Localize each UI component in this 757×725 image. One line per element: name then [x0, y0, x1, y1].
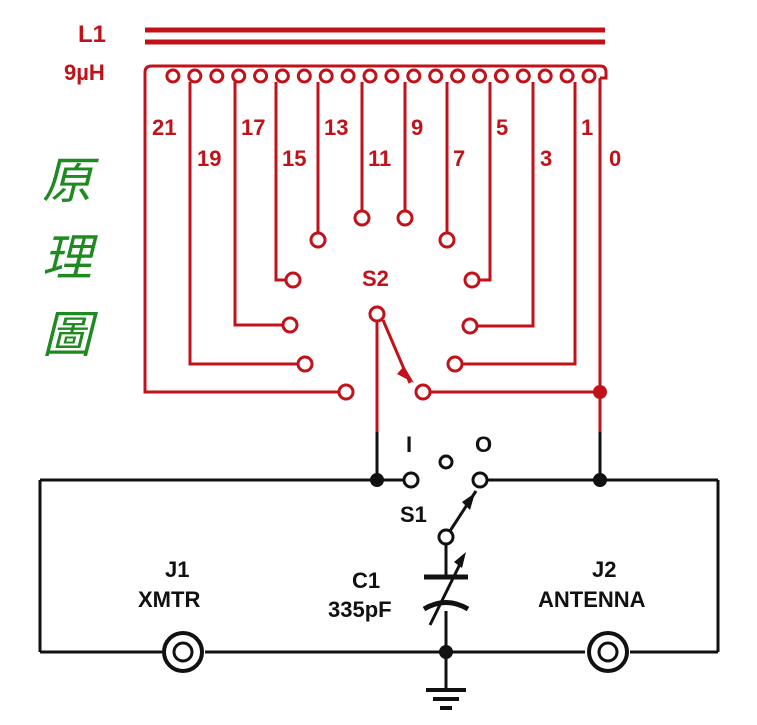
junction-dot: [370, 473, 384, 487]
s2-contact-7: [438, 231, 456, 249]
s1-contact-mid: [438, 454, 454, 470]
s2-contacts: [281, 209, 481, 401]
caption-char-3: 圖: [42, 306, 98, 364]
coil-turn: [581, 68, 597, 84]
tap-label: 1: [581, 115, 593, 140]
inductor-ref: L1: [78, 21, 106, 48]
tap-lead-5: [472, 82, 492, 282]
junction-dot: [593, 473, 607, 487]
tap-lead-1: [455, 82, 577, 366]
tap-label: 17: [241, 115, 265, 140]
tap-lead-21: [143, 82, 346, 394]
s2-wiper: [368, 305, 414, 432]
tap-label: 3: [540, 146, 552, 171]
tap-label: 0: [609, 146, 621, 171]
s2-contact-17: [281, 316, 299, 334]
inductor-core: [145, 27, 605, 45]
tap-lead-19: [188, 82, 305, 366]
tap-label: 7: [453, 146, 465, 171]
s1-contact-in: [402, 471, 420, 489]
coil-turn: [231, 68, 247, 84]
tap-label: 21: [152, 115, 176, 140]
s2-contact-13: [309, 231, 327, 249]
coil-turn: [384, 68, 400, 84]
s2-contact-11: [353, 209, 371, 227]
inductor-value: 9µH: [64, 60, 105, 85]
j1-ref: J1: [165, 557, 189, 582]
tap-label: 9: [411, 115, 423, 140]
coil-turn: [559, 68, 575, 84]
s2-contact-21: [337, 383, 355, 401]
tap-leads: [143, 78, 602, 394]
s2-contact-1: [446, 355, 464, 373]
s1-switch: [402, 454, 489, 546]
tap-label: 5: [496, 115, 508, 140]
coil-turn: [209, 68, 225, 84]
tap-lead-17: [233, 82, 290, 327]
coil-turn: [406, 68, 422, 84]
junction-dot: [439, 645, 453, 659]
tap-label: 19: [197, 146, 221, 171]
s1-pos-out: O: [475, 432, 492, 457]
coil-turn: [340, 68, 356, 84]
s2-contact-0: [414, 383, 432, 401]
j2-ref: J2: [592, 557, 616, 582]
coil-turn: [428, 68, 444, 84]
variable-capacitor: [422, 552, 470, 626]
s1-pivot: [437, 528, 455, 546]
ground-symbol: [426, 688, 466, 710]
c1-ref: C1: [352, 568, 380, 593]
coil-turn: [537, 68, 553, 84]
coil-turn: [296, 68, 312, 84]
coil-turn: [362, 68, 378, 84]
coil-frame: [143, 64, 608, 82]
tap-label: 11: [368, 146, 391, 171]
coil-turn: [450, 68, 466, 84]
s2-contact-15: [284, 271, 302, 289]
j2-name: ANTENNA: [538, 587, 646, 612]
caption-char-2: 理: [42, 229, 98, 287]
s2-contact-3: [461, 317, 479, 335]
coil-turn: [318, 68, 334, 84]
j2-connector: [587, 631, 629, 673]
j1-name: XMTR: [138, 587, 200, 612]
tap-labels: 21 19 17 15 13 11 9 7 5 3 1 0: [152, 115, 621, 171]
coil-turn: [274, 68, 290, 84]
caption-char-1: 原: [42, 152, 99, 210]
tap-lead-3: [470, 82, 535, 328]
coil-turn: [493, 68, 509, 84]
s2-label: S2: [362, 266, 389, 291]
coil-turn: [515, 68, 531, 84]
tap-label: 15: [282, 146, 306, 171]
coil-turn: [253, 68, 269, 84]
c1-value: 335pF: [328, 597, 392, 622]
s2-contact-5: [463, 271, 481, 289]
coil-turn: [165, 68, 181, 84]
tap-label: 13: [324, 115, 348, 140]
coil-turn: [472, 68, 487, 84]
tap-lead-15: [274, 82, 293, 282]
j1-connector: [162, 631, 204, 673]
s2-contact-9: [396, 209, 414, 227]
s2-contact-19: [296, 355, 314, 373]
inductor-winding: [143, 64, 608, 84]
coil-turn: [187, 68, 203, 84]
s1-contact-out: [471, 471, 489, 489]
s1-pos-in: I: [406, 432, 412, 457]
s1-label: S1: [400, 502, 427, 527]
